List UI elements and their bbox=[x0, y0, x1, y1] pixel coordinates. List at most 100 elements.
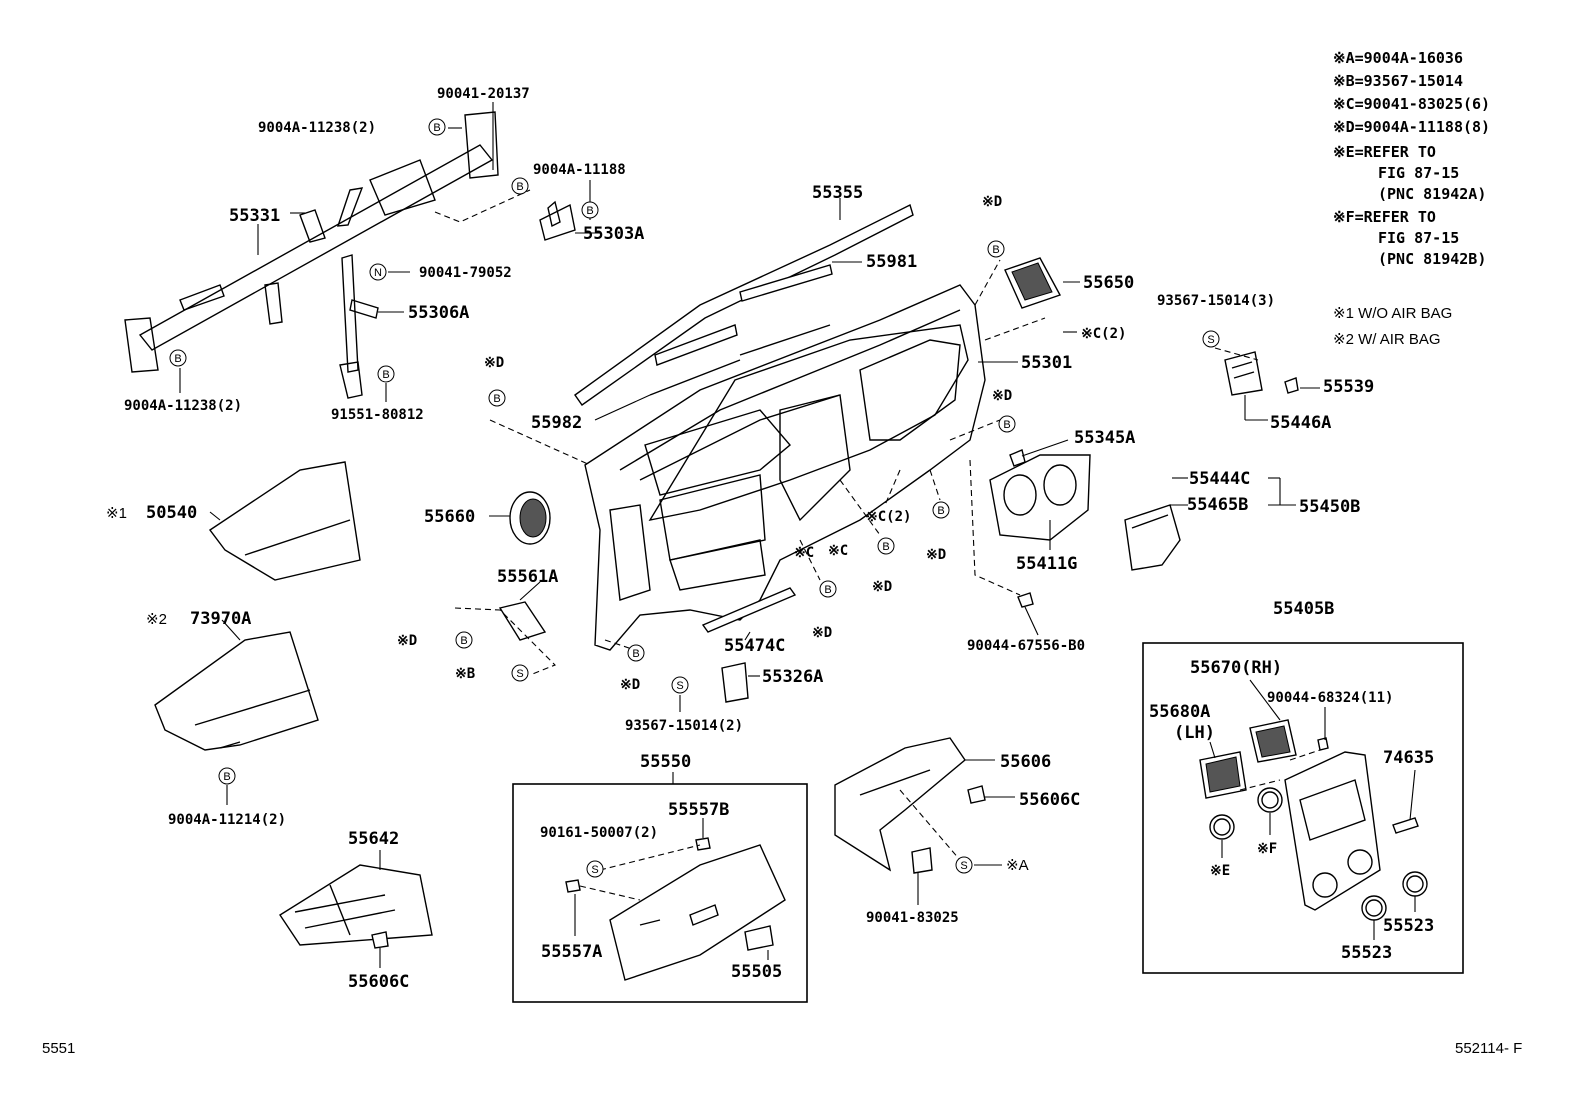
marker-s: S bbox=[1202, 330, 1220, 348]
label-9004A-11188: 9004A-11188 bbox=[533, 162, 626, 178]
cover-55606 bbox=[834, 737, 966, 872]
screw-55345A bbox=[1009, 439, 1069, 467]
vent-55670 bbox=[1249, 719, 1297, 763]
svg-text:B: B bbox=[882, 541, 889, 553]
legend-d: ※D=9004A-11188(8) bbox=[1333, 118, 1490, 136]
marker-b: B bbox=[511, 177, 529, 195]
glove-box-group-frame bbox=[512, 783, 808, 1003]
svg-text:N: N bbox=[374, 267, 382, 279]
svg-text:B: B bbox=[223, 771, 230, 783]
label-55505: 55505 bbox=[731, 962, 782, 982]
legend-f-3: (PNC 81942B) bbox=[1378, 250, 1486, 268]
label-d-top: ※D bbox=[982, 194, 1002, 210]
svg-text:S: S bbox=[676, 680, 683, 692]
marker-b: B bbox=[819, 580, 837, 598]
label-55557B: 55557B bbox=[668, 800, 729, 820]
svg-text:B: B bbox=[433, 122, 440, 134]
marker-b: B bbox=[987, 240, 1005, 258]
label-91551-80812: 91551-80812 bbox=[331, 407, 424, 423]
marker-n: N bbox=[369, 263, 387, 281]
label-e: ※E bbox=[1210, 863, 1230, 879]
clip-55606C-right bbox=[967, 785, 986, 804]
label-55523-b: 55523 bbox=[1383, 916, 1434, 936]
label-90044-68324: 90044-68324(11) bbox=[1267, 690, 1393, 706]
marker-b: B bbox=[428, 118, 446, 136]
label-90161-50007: 90161-50007(2) bbox=[540, 825, 658, 841]
label-55982: 55982 bbox=[531, 413, 582, 433]
stopper-55557B bbox=[695, 837, 711, 851]
svg-text:B: B bbox=[460, 635, 467, 647]
label-d-mid-1: ※D bbox=[872, 579, 892, 595]
marker-b: B bbox=[218, 767, 236, 785]
vent-55650 bbox=[1004, 257, 1062, 309]
label-55670-rh: 55670(RH) bbox=[1190, 658, 1282, 678]
label-note-1: ※1 bbox=[106, 505, 127, 522]
meter-hood-55411G bbox=[989, 454, 1091, 541]
reinforcement-55331 bbox=[124, 111, 499, 373]
svg-text:B: B bbox=[516, 181, 523, 193]
svg-text:B: B bbox=[493, 393, 500, 405]
legend-b: ※B=93567-15014 bbox=[1333, 72, 1463, 90]
center-panel-55405B bbox=[1284, 751, 1381, 911]
marker-b: B bbox=[998, 415, 1016, 433]
ring-E bbox=[1209, 814, 1235, 840]
leader-lines bbox=[179, 102, 1416, 968]
marker-b: B bbox=[455, 631, 473, 649]
vent-55680A bbox=[1199, 751, 1247, 799]
footer-right: 552114- F bbox=[1455, 1040, 1522, 1057]
label-55474C: 55474C bbox=[724, 636, 785, 656]
label-d-mid-3: ※D bbox=[812, 625, 832, 641]
label-9004A-11214: 9004A-11214(2) bbox=[168, 812, 286, 828]
label-55450B: 55450B bbox=[1299, 497, 1360, 517]
label-f: ※F bbox=[1257, 841, 1277, 857]
label-c2-top: ※C(2) bbox=[1081, 326, 1126, 342]
svg-text:S: S bbox=[1207, 334, 1214, 346]
label-55981: 55981 bbox=[866, 252, 917, 272]
svg-text:B: B bbox=[824, 584, 831, 596]
clip-55539 bbox=[1284, 377, 1299, 394]
legend-f-1: ※F=REFER TO bbox=[1333, 208, 1436, 226]
clip-90041-83025 bbox=[911, 847, 933, 874]
marker-s: S bbox=[955, 856, 973, 874]
footer-left: 5551 bbox=[42, 1040, 75, 1057]
label-93567-15014-2: 93567-15014(2) bbox=[625, 718, 743, 734]
label-55523-a: 55523 bbox=[1341, 943, 1392, 963]
label-b-561: ※B bbox=[455, 666, 475, 682]
svg-text:S: S bbox=[516, 668, 523, 680]
bracket-55326A bbox=[721, 662, 749, 703]
label-55642: 55642 bbox=[348, 829, 399, 849]
svg-text:S: S bbox=[960, 860, 967, 872]
label-d-mid-4: ※D bbox=[620, 677, 640, 693]
legend-note-1: ※1 W/O AIR BAG bbox=[1333, 305, 1452, 322]
label-90041-79052: 90041-79052 bbox=[419, 265, 512, 281]
label-c-a: ※C bbox=[794, 545, 814, 561]
lock-55505 bbox=[744, 925, 774, 951]
label-73970A: 73970A bbox=[190, 609, 251, 629]
marker-b: B bbox=[169, 349, 187, 367]
label-9004A-11238-bottom: 9004A-11238(2) bbox=[124, 398, 242, 414]
legend-e-3: (PNC 81942A) bbox=[1378, 185, 1486, 203]
label-55606: 55606 bbox=[1000, 752, 1051, 772]
label-55539: 55539 bbox=[1323, 377, 1374, 397]
label-55606C-right: 55606C bbox=[1019, 790, 1080, 810]
bracket-55446A bbox=[1224, 351, 1263, 396]
svg-text:B: B bbox=[937, 505, 944, 517]
clip-90044-67556 bbox=[1017, 592, 1034, 608]
box-55450B bbox=[1124, 504, 1181, 571]
label-d-561: ※D bbox=[397, 633, 417, 649]
label-d-right: ※D bbox=[992, 388, 1012, 404]
svg-text:S: S bbox=[591, 864, 598, 876]
marker-b: B bbox=[377, 365, 395, 383]
label-d-mid-2: ※D bbox=[926, 547, 946, 563]
garnish-55355 bbox=[574, 204, 914, 406]
label-d-left: ※D bbox=[484, 355, 504, 371]
label-55650: 55650 bbox=[1083, 273, 1134, 293]
marker-s: S bbox=[586, 860, 604, 878]
marker-b: B bbox=[581, 201, 599, 219]
label-55355: 55355 bbox=[812, 183, 863, 203]
svg-text:B: B bbox=[586, 205, 593, 217]
cover-55642 bbox=[279, 864, 433, 946]
label-c-b: ※C bbox=[828, 543, 848, 559]
label-55561A: 55561A bbox=[497, 567, 558, 587]
